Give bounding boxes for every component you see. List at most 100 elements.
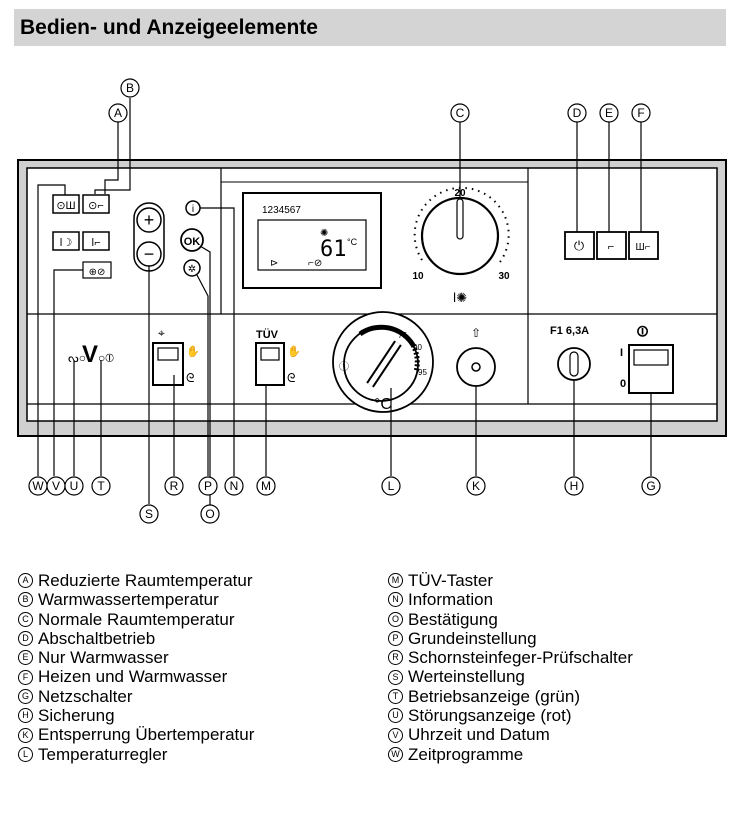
svg-text:✋: ✋	[287, 345, 301, 358]
callout-k: K	[466, 476, 486, 496]
svg-text:✋: ✋	[186, 345, 200, 358]
value-adjust-buttons[interactable]: + −	[133, 202, 165, 272]
svg-text:Ш⌐: Ш⌐	[635, 242, 650, 253]
reset-button[interactable]: ⇧	[456, 326, 496, 387]
svg-text:ᘓ: ᘓ	[186, 371, 194, 385]
callout-b: B	[120, 78, 140, 98]
svg-text:B: B	[126, 81, 134, 95]
callout-m: M	[256, 476, 276, 496]
callout-r: R	[164, 476, 184, 496]
svg-text:V: V	[82, 341, 98, 368]
status-lights: ᔓ○ V ○⦶	[68, 341, 114, 368]
callout-l: L	[381, 476, 401, 496]
callout-n: N	[224, 476, 244, 496]
callout-o: O	[200, 504, 220, 524]
minus-label: −	[144, 244, 155, 264]
svg-text:D: D	[573, 106, 582, 120]
callout-w: W	[28, 476, 48, 496]
display-digits: 1234567	[262, 205, 301, 216]
mode-buttons[interactable]: ⏻ ⌐ Ш⌐	[564, 231, 659, 260]
svg-text:N: N	[230, 479, 239, 493]
ok-label: OK	[184, 236, 201, 248]
svg-text:✺: ✺	[320, 228, 328, 239]
svg-text:T: T	[97, 479, 105, 493]
svg-text:L: L	[388, 479, 395, 493]
svg-text:ᘓ: ᘓ	[287, 371, 295, 385]
fuse-label: F1 6,3A	[550, 325, 589, 337]
fuse: F1 6,3A	[550, 325, 591, 381]
svg-text:W: W	[32, 479, 44, 493]
svg-text:⊕⊘: ⊕⊘	[89, 267, 106, 278]
svg-text:⊙Ш: ⊙Ш	[56, 200, 75, 212]
svg-text:ᔓ○: ᔓ○	[68, 351, 86, 365]
svg-text:ǀ☽: ǀ☽	[60, 237, 73, 249]
chimney-sweep-switch[interactable]: ⌖ ✋ ᘓ	[152, 319, 200, 386]
callout-a: A	[108, 103, 128, 123]
svg-text:⇧: ⇧	[471, 326, 481, 340]
callout-labels: B A C D E F W V U T R P N M L K H G S O	[28, 78, 661, 524]
svg-text:⊳: ⊳	[270, 258, 278, 269]
switch-on-label: I	[620, 347, 623, 359]
svg-text:E: E	[605, 106, 613, 120]
svg-text:⏼: ⏼	[637, 323, 648, 339]
callout-e: E	[599, 103, 619, 123]
callout-t: T	[91, 476, 111, 496]
callout-h: H	[564, 476, 584, 496]
svg-text:C: C	[456, 106, 465, 120]
svg-text:V: V	[52, 479, 60, 493]
svg-text:⌐⊘: ⌐⊘	[308, 258, 322, 269]
tuv-switch[interactable]: TÜV ✋ ᘓ	[255, 328, 301, 386]
switch-off-label: 0	[620, 378, 626, 390]
tuv-label: TÜV	[256, 328, 279, 341]
thermostat[interactable]: °C ⓣ 75 90 95	[332, 311, 434, 413]
info-button[interactable]: i	[185, 200, 201, 216]
leader-lines	[37, 98, 652, 505]
svg-text:P: P	[204, 479, 212, 493]
thermostat-unit: °C	[374, 396, 392, 413]
section-title: Bedien- und Anzeigeelemente	[20, 16, 318, 39]
callout-f: F	[631, 103, 651, 123]
callout-p: P	[198, 476, 218, 496]
svg-text:ǀ✺: ǀ✺	[453, 290, 467, 305]
callout-c: C	[450, 103, 470, 123]
svg-text:U: U	[70, 479, 79, 493]
dial-tick-10: 10	[412, 271, 424, 282]
thermostat-tick-95: 95	[418, 368, 427, 377]
thermostat-tick-75: 75	[398, 331, 407, 340]
svg-text:⌖: ⌖	[158, 326, 165, 340]
svg-text:O: O	[205, 507, 214, 521]
callout-d: D	[567, 103, 587, 123]
lcd-display: 1234567 61 °C ⊳ ⌐⊘ ✺	[242, 192, 382, 289]
svg-text:○⦶: ○⦶	[98, 351, 114, 365]
room-temperature-dial[interactable]: 20 10 30 ǀ✺	[412, 186, 510, 305]
main-switch[interactable]: ⏼ I 0	[620, 323, 674, 394]
ok-button[interactable]: OK	[180, 228, 204, 252]
basic-settings-button[interactable]: ✲	[183, 259, 201, 277]
callout-g: G	[641, 476, 661, 496]
svg-text:S: S	[145, 507, 153, 521]
svg-text:⊙⌐: ⊙⌐	[88, 200, 104, 212]
section-header: Bedien- und Anzeigeelemente	[14, 9, 726, 46]
dial-tick-30: 30	[498, 271, 510, 282]
svg-text:✲: ✲	[188, 264, 196, 275]
